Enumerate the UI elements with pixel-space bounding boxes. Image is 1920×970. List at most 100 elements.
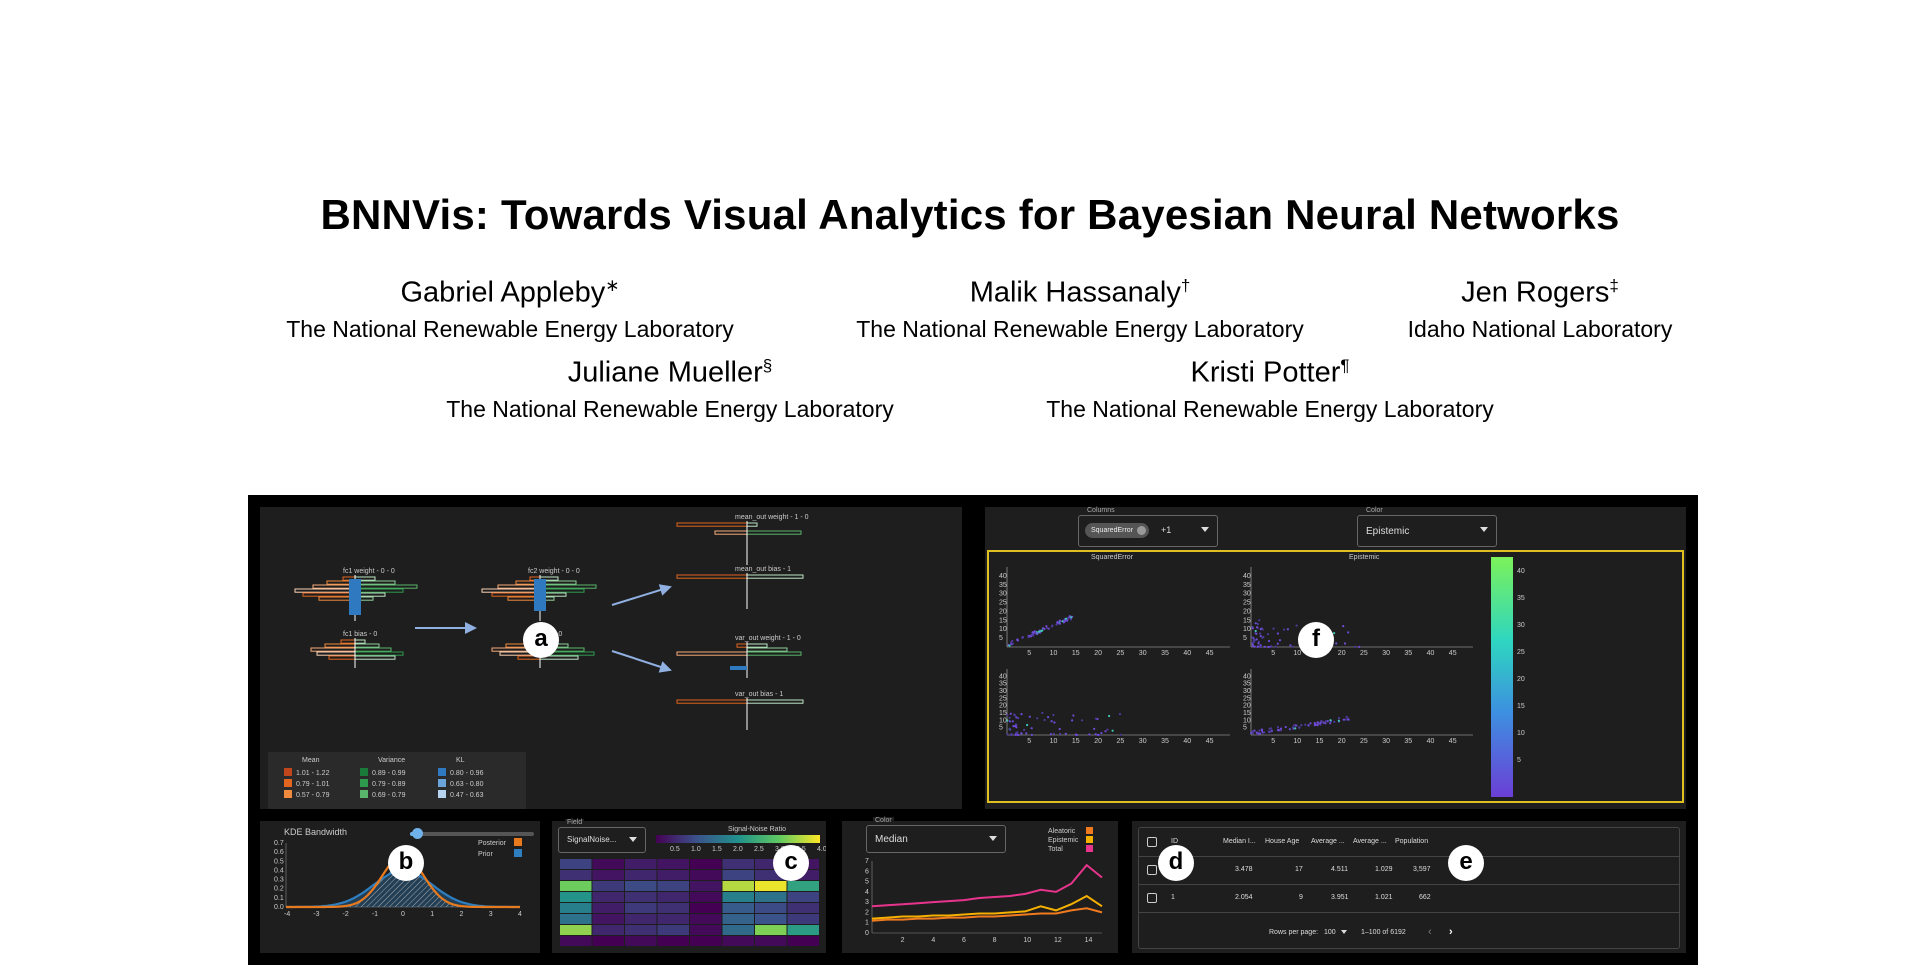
scatter-y-tick: 30: [1243, 591, 1251, 598]
colorbar-tick: 2.5: [754, 846, 764, 853]
scatter-point: [1059, 619, 1062, 622]
scatter-point: [1012, 725, 1015, 728]
node-label: var_out weight - 1 - 0: [735, 635, 801, 642]
scatter-point: [1294, 724, 1297, 727]
col-header-population[interactable]: Population: [1395, 838, 1429, 845]
mean-hist-bar: [497, 584, 541, 589]
author-block-appleby: Gabriel Appleby∗ The National Renewable …: [240, 276, 780, 343]
scatter-colorbar: [1491, 557, 1513, 797]
variance-hist-bar: [746, 530, 802, 535]
scatter-point: [1266, 633, 1270, 636]
scatter-point: [1284, 725, 1287, 729]
scatter-x-tick: 30: [1139, 738, 1147, 745]
scatter-x-tick: 45: [1449, 650, 1457, 657]
kl-bar: [730, 666, 747, 670]
scatter-point: [1329, 722, 1332, 725]
col-header-median-income[interactable]: Median I...: [1223, 838, 1256, 845]
scatter-y-tick: 40: [1243, 573, 1251, 580]
author-name: Malik Hassanaly†: [969, 276, 1191, 309]
scatter-point: [1342, 625, 1345, 628]
scatter-color-select[interactable]: Color Epistemic: [1357, 507, 1497, 547]
slider-thumb[interactable]: [412, 828, 423, 839]
scatter-x-tick: 40: [1427, 738, 1435, 745]
variance-hist-bar: [354, 655, 396, 660]
cell-house-age: 17: [1295, 866, 1303, 873]
scatter-matrix-panel: Columns SquaredError +1 Color Epistemic …: [985, 507, 1686, 809]
node-label: var_out bias - 1: [735, 691, 783, 698]
legend-swatch: [284, 779, 292, 787]
rows-per-page-select[interactable]: 100: [1324, 929, 1347, 936]
scatter-point: [1255, 731, 1258, 734]
heatmap-cell: [625, 903, 657, 913]
scatter-point: [1030, 727, 1033, 730]
scatter-y-tick: 25: [1243, 695, 1251, 702]
legend-range: 0.63 - 0.80: [450, 781, 484, 788]
mean-hist-bar: [676, 574, 748, 579]
scatter-point: [1030, 733, 1033, 736]
heatmap-cell: [690, 903, 722, 913]
scatter-point: [1291, 726, 1294, 729]
scatter-point: [1259, 632, 1262, 635]
heatmap-cell: [787, 925, 819, 935]
scatter-point: [1333, 632, 1336, 635]
kde-legend-swatch: [514, 838, 522, 846]
author-name: Juliane Mueller§: [567, 356, 773, 389]
legend-swatch: [438, 779, 446, 787]
row-checkbox[interactable]: [1147, 893, 1157, 903]
heatmap-cell: [690, 859, 722, 869]
heatmap-cell: [755, 859, 787, 869]
x-tick-label: 2: [901, 937, 905, 944]
table-row[interactable]: 0 3.478 17 4.511 1.029 3,597: [1139, 856, 1679, 885]
scatter-x-tick: 15: [1072, 738, 1080, 745]
scatter-point: [1347, 718, 1350, 721]
chevron-down-icon: [1201, 527, 1209, 532]
field-select[interactable]: Field SignalNoise...: [558, 819, 646, 853]
scatter-point: [1023, 728, 1026, 731]
scatter-point: [1259, 628, 1262, 631]
x-tick-label: -3: [313, 911, 319, 918]
heatmap-cell: [787, 903, 819, 913]
y-tick-label: 0.4: [274, 867, 284, 874]
scatter-point: [1255, 638, 1258, 641]
scatter-point: [1020, 713, 1023, 716]
heatmap-cell: [755, 936, 787, 946]
row-checkbox[interactable]: [1147, 865, 1157, 875]
cell-house-age: 9: [1299, 894, 1303, 901]
scatter-x-tick: 25: [1360, 738, 1368, 745]
select-all-checkbox[interactable]: [1147, 837, 1157, 847]
column-chip[interactable]: SquaredError: [1085, 523, 1150, 538]
col-header-average-rooms[interactable]: Average ...: [1311, 838, 1345, 845]
legend-range: 0.80 - 0.96: [450, 770, 484, 777]
scatter-point: [1294, 727, 1297, 730]
chip-remove-icon[interactable]: [1137, 526, 1147, 535]
y-tick-label: 4: [865, 889, 869, 896]
node-label: mean_out weight - 1 - 0: [735, 514, 809, 521]
x-tick-label: -4: [284, 911, 290, 918]
col-header-house-age[interactable]: House Age: [1265, 838, 1300, 845]
scatter-colorbar-tick: 20: [1517, 676, 1525, 683]
heatmap-cell: [722, 881, 754, 891]
heatmap-cell: [592, 914, 624, 924]
heatmap-cell: [625, 936, 657, 946]
heatmap-cell: [755, 914, 787, 924]
columns-select[interactable]: Columns SquaredError +1: [1078, 507, 1218, 547]
next-page-icon[interactable]: ›: [1449, 926, 1453, 938]
scatter-x-tick: 30: [1382, 650, 1390, 657]
prev-page-icon[interactable]: ‹: [1428, 926, 1432, 938]
scatter-point: [1263, 645, 1266, 648]
variance-hist-bar: [746, 647, 788, 652]
scatter-point: [1317, 722, 1320, 725]
kde-bandwidth-slider[interactable]: [410, 828, 534, 839]
col-header-id[interactable]: ID: [1171, 838, 1178, 845]
node-label: fc1 weight - 0 - 0: [343, 568, 395, 575]
table-row[interactable]: 1 2.054 9 3.951 1.021 662: [1139, 884, 1679, 913]
variance-hist-bar: [746, 699, 804, 704]
scatter-point: [1259, 635, 1262, 638]
scatter-point: [1059, 732, 1062, 735]
scatter-x-tick: 20: [1338, 738, 1346, 745]
scatter-point: [1267, 639, 1271, 643]
col-header-average-bedrooms[interactable]: Average ...: [1353, 838, 1387, 845]
line-color-select[interactable]: Color Median: [866, 817, 1006, 853]
mean-hist-bar: [481, 588, 541, 593]
